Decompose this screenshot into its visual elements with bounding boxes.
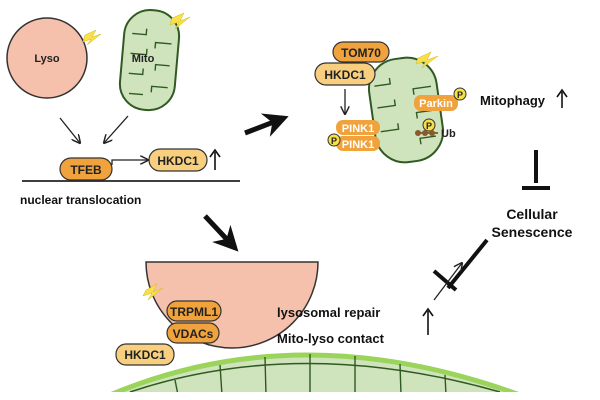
lysosomal-repair-label: lysosomal repair — [277, 305, 380, 320]
phospho-label: P — [457, 90, 463, 100]
hkdc1-contact-label: HKDC1 — [124, 348, 166, 362]
mito-lyso-contact-label: Mito-lyso contact — [277, 331, 385, 346]
phospho-badge: P — [327, 133, 341, 147]
lyso-label: Lyso — [34, 53, 60, 65]
cellular-label: Cellular — [506, 206, 558, 222]
up-arrow-icon — [422, 307, 434, 335]
pink1-label-b: PINK1 — [342, 139, 374, 151]
senescence-label: Senescence — [492, 224, 573, 240]
up-arrow-icon — [556, 88, 568, 108]
inhibition-mitophagy-to-senescence — [522, 150, 550, 190]
ub-label: Ub — [441, 128, 456, 140]
phospho-label: P — [426, 121, 432, 131]
hkdc1-protein-mitophagy: HKDC1 — [314, 62, 376, 86]
pink1-label-a: PINK1 — [342, 123, 374, 135]
arrow-mito-to-tfeb — [104, 115, 129, 143]
inhibition-contact-to-senescence — [432, 238, 489, 292]
lightning-icon — [142, 283, 164, 301]
hkdc1-protein-nucleus: HKDC1 — [148, 148, 208, 172]
mitochondrion-surface — [110, 352, 520, 392]
phospho-badge: P — [422, 118, 436, 132]
nuclear-translocation-caption: nuclear translocation — [20, 193, 141, 207]
tom70-label: TOM70 — [341, 46, 381, 60]
lysosome-organelle: Lyso — [6, 17, 88, 99]
mitochondrion-organelle: Mito — [118, 9, 181, 112]
mitophagy-label: Mitophagy — [480, 93, 546, 108]
arrow-to-mitophagy — [244, 113, 289, 137]
lightning-icon — [169, 12, 191, 30]
hkdc1-nucleus-label: HKDC1 — [157, 154, 199, 168]
hkdc1-mitophagy-label: HKDC1 — [324, 68, 366, 82]
pink1-protein-b: PINK1 — [336, 136, 380, 151]
phospho-badge: P — [453, 87, 467, 101]
lightning-icon — [82, 29, 102, 46]
hkdc1-protein-contact: HKDC1 — [115, 343, 175, 366]
ubiquitin-chain-icon — [415, 130, 438, 136]
tom70-protein: TOM70 — [332, 41, 390, 63]
arrow-contact-to-senescence — [433, 263, 462, 301]
pink1-protein-a: PINK1 — [336, 120, 380, 135]
tfeb-label: TFEB — [70, 163, 102, 177]
arrow-to-contact — [203, 214, 239, 252]
trpml1-protein: TRPML1 — [166, 300, 222, 322]
phospho-label: P — [331, 136, 337, 146]
vdacs-label: VDACs — [173, 327, 214, 341]
trpml1-label: TRPML1 — [170, 305, 218, 319]
lightning-icon — [415, 51, 439, 69]
parkin-protein: Parkin — [414, 95, 458, 111]
vdacs-protein: VDACs — [166, 322, 220, 344]
arrow-lyso-to-tfeb — [59, 117, 80, 143]
up-arrow-icon — [209, 148, 221, 170]
parkin-label: Parkin — [419, 98, 453, 110]
tfeb-protein: TFEB — [59, 157, 113, 181]
mito-label: Mito — [132, 53, 155, 65]
transcription-arrow — [111, 160, 148, 165]
